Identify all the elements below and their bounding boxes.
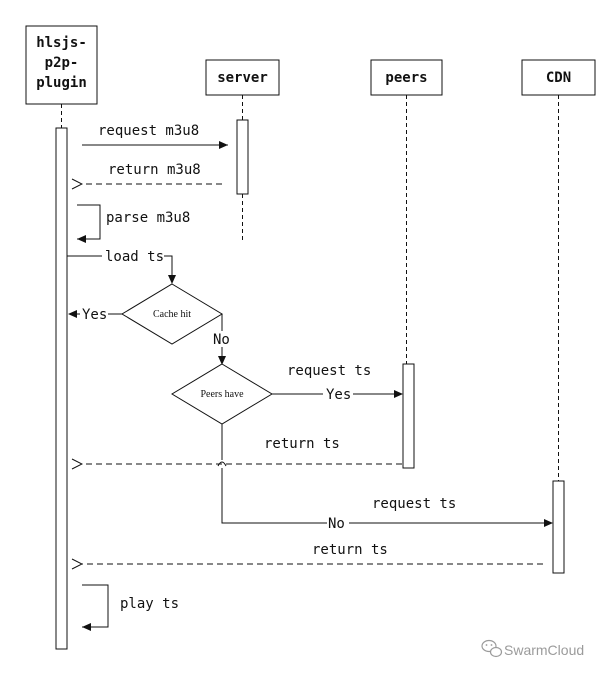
line-hop bbox=[217, 461, 227, 467]
label-request-ts-peers: request ts bbox=[287, 363, 371, 379]
label-peers-no: No bbox=[328, 516, 345, 532]
label-peers-no-bg bbox=[327, 515, 349, 531]
participant-server-label: server bbox=[217, 70, 268, 86]
label-cache-yes-bg bbox=[80, 306, 108, 322]
participant-server: server bbox=[205, 59, 280, 96]
arrow-request-ts-cdn-head bbox=[544, 519, 553, 527]
arrow-parse-m3u8 bbox=[77, 204, 101, 240]
label-parse-m3u8: parse m3u8 bbox=[106, 210, 190, 226]
label-return-m3u8: return m3u8 bbox=[108, 162, 201, 178]
arrow-load-ts-head bbox=[168, 275, 176, 284]
label-return-ts-peers: return ts bbox=[264, 436, 340, 452]
watermark: SwarmCloud bbox=[481, 639, 584, 658]
label-peers-have: Peers have bbox=[200, 389, 244, 400]
label-request-ts-cdn: request ts bbox=[372, 496, 456, 512]
wechat-icon bbox=[481, 639, 503, 658]
label-return-ts-cdn: return ts bbox=[312, 542, 388, 558]
participant-plugin-line-3: plugin bbox=[36, 75, 87, 91]
label-cache-hit: Cache hit bbox=[153, 309, 191, 320]
watermark-text: SwarmCloud bbox=[504, 642, 584, 658]
activation-cdn bbox=[552, 480, 565, 574]
label-cache-no-bg bbox=[212, 331, 234, 347]
label-play-ts: play ts bbox=[120, 596, 179, 612]
arrow-play-ts bbox=[82, 584, 109, 628]
participant-peers: peers bbox=[370, 59, 443, 96]
participant-plugin: hlsjs- p2p- plugin bbox=[25, 25, 98, 105]
arrow-request-ts-peers-head bbox=[394, 390, 403, 398]
label-peers-yes-bg bbox=[323, 386, 353, 402]
arrow-cache-yes-head bbox=[68, 310, 77, 318]
activation-server bbox=[236, 119, 249, 195]
participant-cdn-label: CDN bbox=[546, 70, 571, 86]
arrow-play-ts-head bbox=[82, 623, 91, 631]
arrow-parse-m3u8-head bbox=[77, 235, 86, 243]
decision-cache-hit bbox=[121, 283, 223, 345]
arrow-request-ts-cdn bbox=[221, 468, 551, 524]
activation-plugin bbox=[55, 127, 68, 650]
label-load-ts: load ts bbox=[105, 249, 164, 265]
participant-plugin-line-1: hlsjs- bbox=[36, 35, 87, 51]
participant-plugin-line-2: p2p- bbox=[45, 55, 79, 71]
label-request-m3u8: request m3u8 bbox=[98, 123, 199, 139]
label-peers-yes: Yes bbox=[326, 387, 351, 403]
label-cache-no: No bbox=[213, 332, 230, 348]
participant-peers-label: peers bbox=[385, 70, 427, 86]
participant-cdn: CDN bbox=[521, 59, 596, 96]
activation-peers bbox=[402, 363, 415, 469]
arrow-cache-no-head bbox=[218, 356, 226, 365]
label-cache-yes: Yes bbox=[82, 307, 107, 323]
label-load-ts-bg bbox=[102, 248, 164, 264]
